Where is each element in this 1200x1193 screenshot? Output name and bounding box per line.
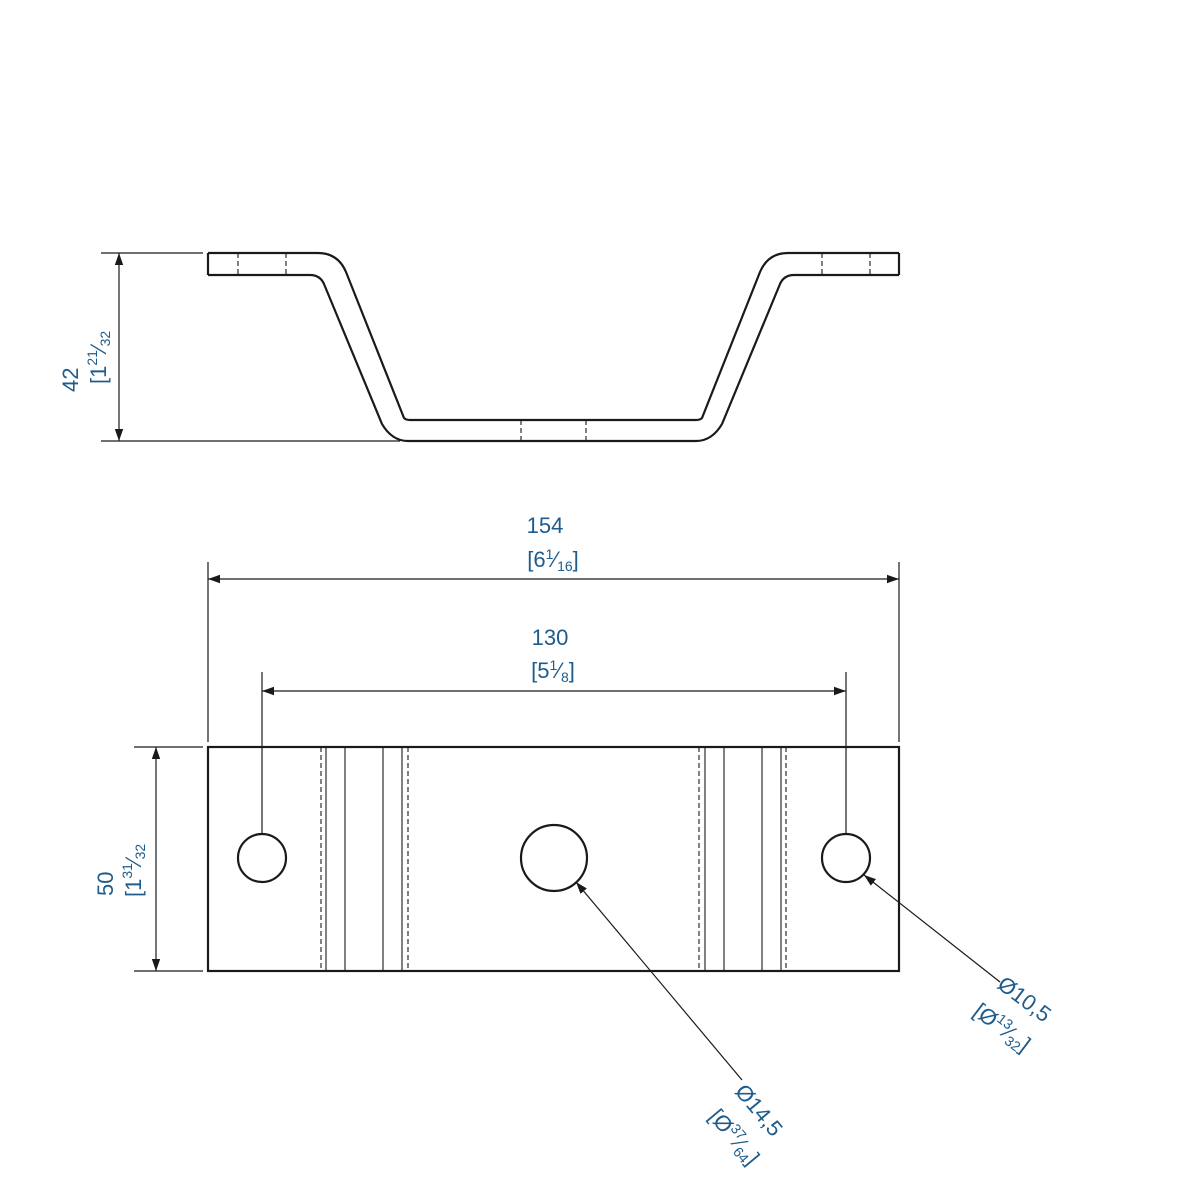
spacing-value: 130 (532, 625, 569, 650)
side-profile-inner (208, 273, 899, 443)
length-value: 154 (527, 513, 564, 538)
svg-text:[61⁄16]: [61⁄16] (527, 546, 579, 574)
svg-text:[131⁄32: [131⁄32 (119, 844, 148, 897)
center-hole (519, 823, 589, 893)
side-profile-outer (208, 251, 899, 422)
width-dimension: 50 [131⁄32 (93, 746, 203, 972)
height-imperial-den: 32 (97, 331, 113, 347)
side-hole-leader: Ø10,5 [Ø13⁄32] (863, 874, 1056, 1057)
left-hole (236, 832, 288, 884)
center-hole-leader: Ø14,5 [Ø37⁄64] (575, 881, 788, 1169)
overall-length-dimension: 154 [61⁄16] (207, 513, 900, 742)
top-view (206, 745, 901, 973)
plate-outline (206, 745, 901, 973)
width-value: 50 (93, 872, 118, 896)
length-imperial: [6 (527, 547, 545, 572)
spacing-imperial: [5 (531, 658, 549, 683)
hole-spacing-dimension: 130 [51⁄8] (261, 625, 847, 834)
height-imperial-prefix: [1 (86, 366, 111, 384)
side-view (206, 251, 901, 443)
right-hole (820, 832, 872, 884)
height-dimension: 42 [121⁄32 (58, 252, 400, 442)
svg-text:[121⁄32: [121⁄32 (84, 331, 113, 384)
height-imperial-num: 21 (84, 350, 100, 366)
height-value: 42 (58, 368, 83, 392)
svg-text:[51⁄8]: [51⁄8] (531, 657, 575, 685)
